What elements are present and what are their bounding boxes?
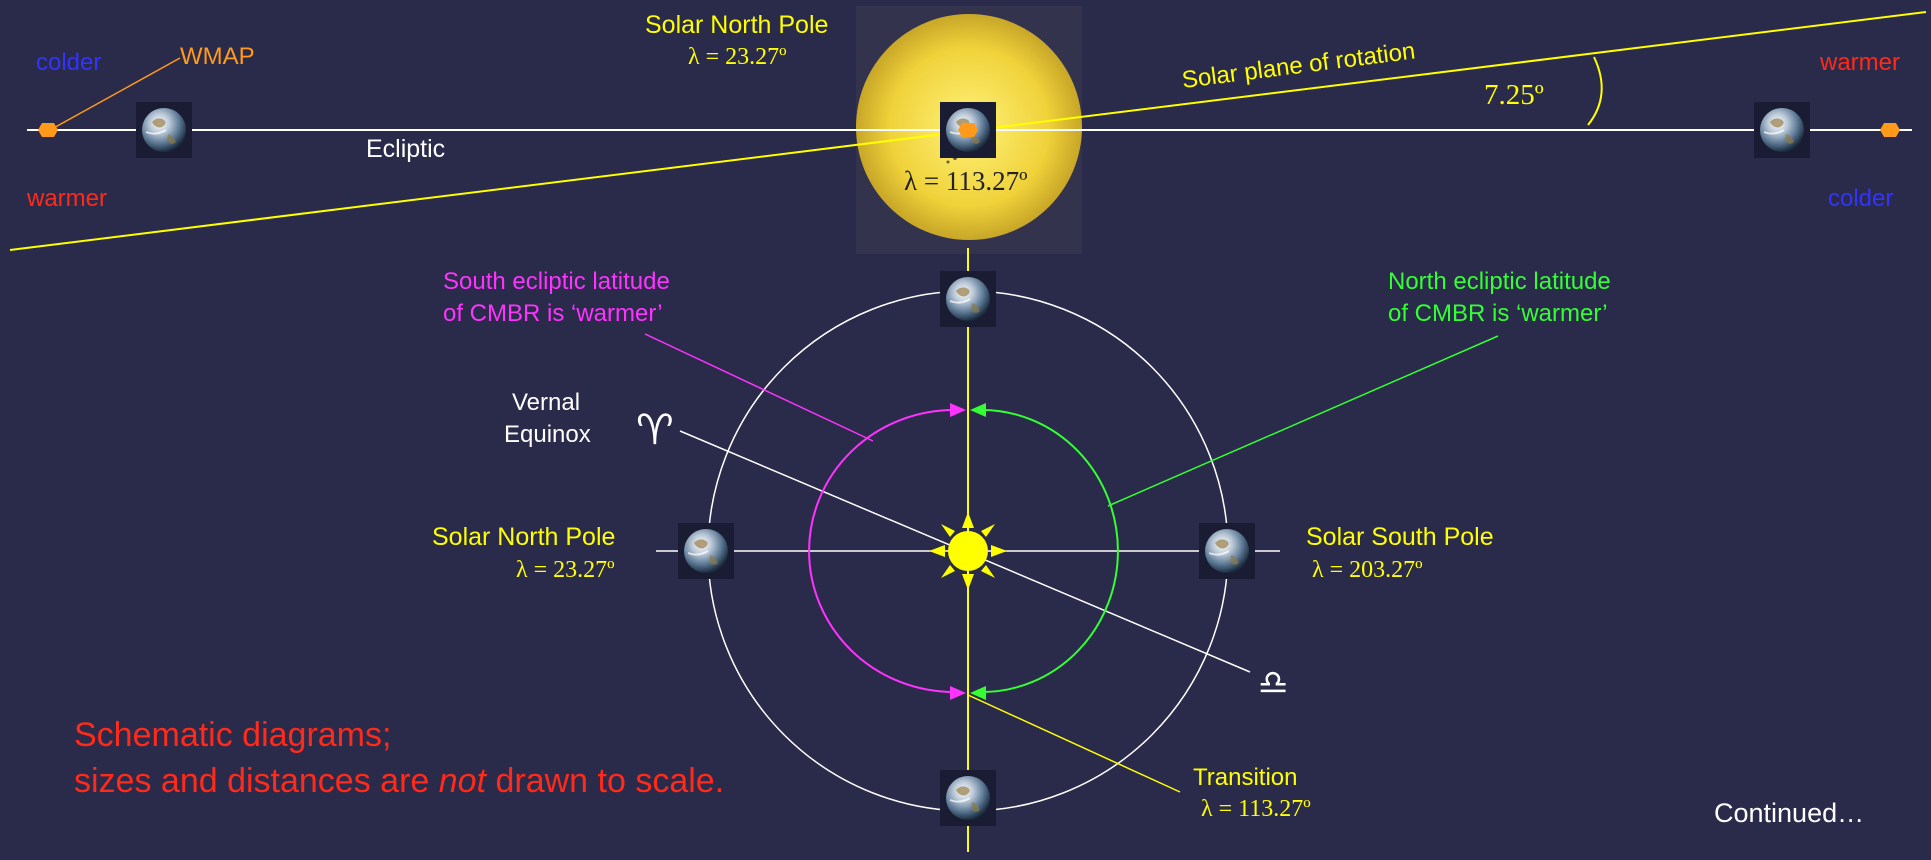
earth-east-icon xyxy=(1198,522,1256,580)
aries-icon: ♈ xyxy=(636,406,674,453)
schematic-note-line1: Schematic diagrams; xyxy=(74,716,391,754)
wmap-label: WMAP xyxy=(180,43,255,70)
south-latitude-label-line2: of CMBR is ‘warmer’ xyxy=(443,300,663,327)
transition-pointer xyxy=(967,694,1181,793)
north-arc-arrowhead-bottom xyxy=(970,686,986,700)
earth-bottom-icon xyxy=(939,769,997,827)
schematic-note-post: drawn to scale. xyxy=(486,762,724,800)
left-pole-title: Solar North Pole xyxy=(432,523,615,551)
solar-plane-label: Solar plane of rotation xyxy=(1180,38,1416,94)
earth-left-icon xyxy=(135,101,193,159)
earth-top-icon xyxy=(939,270,997,328)
transition-lambda: λ = 113.27º xyxy=(1201,796,1311,822)
south-arc-arrowhead-top xyxy=(950,403,966,417)
wmap-pointer-line xyxy=(49,57,181,131)
left-pole-lambda: λ = 23.27º xyxy=(516,557,615,583)
south-latitude-arc xyxy=(808,409,955,693)
schematic-note-pre: sizes and distances are xyxy=(74,762,439,800)
south-arc-arrowhead-bottom xyxy=(950,686,966,700)
north-latitude-arc xyxy=(981,409,1119,693)
schematic-note-emphasis: not xyxy=(439,762,488,800)
transition-title: Transition xyxy=(1193,764,1297,791)
central-sun-icon xyxy=(929,512,1007,590)
colder-left-label: colder xyxy=(36,49,101,76)
ecliptic-label: Ecliptic xyxy=(366,135,445,163)
right-pole-title: Solar South Pole xyxy=(1306,523,1494,551)
wmap-center-marker xyxy=(958,123,978,137)
earth-right-icon xyxy=(1753,101,1811,159)
sun-pole-lambda: λ = 23.27º xyxy=(688,44,787,70)
vernal-label-line1: Vernal xyxy=(512,389,580,416)
warmer-left-label: warmer xyxy=(26,185,107,212)
north-latitude-pointer xyxy=(1107,335,1499,507)
south-latitude-label-line1: South ecliptic latitude xyxy=(443,268,670,295)
north-latitude-label-line2: of CMBR is ‘warmer’ xyxy=(1388,300,1608,327)
wmap-right-marker xyxy=(1880,123,1900,137)
sun-pole-title: Solar North Pole xyxy=(645,11,828,39)
sun-center-lambda: λ = 113.27º xyxy=(904,166,1027,196)
angle-label: 7.25º xyxy=(1484,79,1544,111)
earth-west-icon xyxy=(677,522,735,580)
angle-arc xyxy=(1587,56,1603,126)
north-latitude-label-line1: North ecliptic latitude xyxy=(1388,268,1611,295)
right-pole-lambda: λ = 203.27º xyxy=(1312,557,1423,583)
schematic-note-line2: sizes and distances are not drawn to sca… xyxy=(74,762,724,800)
vernal-label-line2: Equinox xyxy=(504,421,591,448)
north-arc-arrowhead-top xyxy=(970,403,986,417)
colder-right-label: colder xyxy=(1828,185,1893,212)
warmer-right-label: warmer xyxy=(1819,49,1900,76)
continued-label: Continued… xyxy=(1714,798,1864,828)
libra-icon: ♎ xyxy=(1258,664,1288,702)
sunspot xyxy=(946,160,950,164)
wmap-left-marker xyxy=(38,123,58,137)
south-latitude-pointer xyxy=(644,333,874,442)
